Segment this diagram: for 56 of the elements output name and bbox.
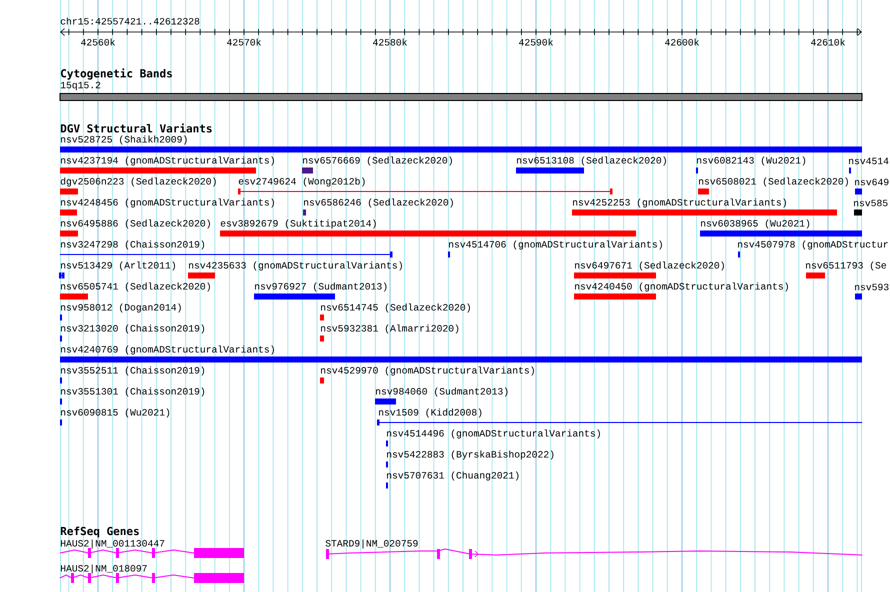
tick-label: 42580k xyxy=(373,38,407,46)
feature-label: nsv3247298 (Chaisson2019) xyxy=(61,240,204,250)
feature-label: nsv3213020 (Chaisson2019) xyxy=(61,324,204,334)
feature-label: nsv4237194 (gnomADStructuralVariants) xyxy=(61,156,274,166)
feature-label: esv2749624 (Wong2012b) xyxy=(238,177,365,187)
feature-label: nsv6586246 (Sedlazeck2020) xyxy=(304,198,453,208)
tick-label: 42590k xyxy=(519,38,553,46)
feature-label: nsv6497671 (Sedlazeck2020) xyxy=(575,261,724,271)
feature-label: nsv513429 (Arlt2011) xyxy=(61,261,175,271)
track-title: Cytogenetic Bands xyxy=(61,68,172,80)
feature-label: nsv4514706 (gnomADStructuralVariants) xyxy=(449,240,662,250)
feature-label: nsv6090815 (Wu2021) xyxy=(61,408,170,418)
track-title: DGV Structural Variants xyxy=(60,123,212,133)
tick-label: 42610k xyxy=(811,38,845,46)
feature-label: nsv649 xyxy=(855,178,888,186)
feature-label: nsv6511793 (Se xyxy=(806,261,886,271)
feature-label: nsv585 xyxy=(854,200,888,206)
feature-label: nsv6514745 (Sedlazeck2020) xyxy=(321,303,470,313)
gene-label: HAUS2|NM_001130447 xyxy=(60,540,164,549)
feature-label: nsv6513108 (Sedlazeck2020) xyxy=(517,156,666,166)
feature-label: nsv6508021 (Sedlazeck2020) xyxy=(699,177,848,187)
feature-label: nsv5932381 (Almarri2020) xyxy=(321,324,458,334)
feature-label: nsv6038965 (Wu2021) xyxy=(701,219,810,229)
feature-label: nsv6505741 (Sedlazeck2020) xyxy=(61,282,210,292)
feature-label: nsv593 xyxy=(855,284,889,290)
track-title: RefSeq Genes xyxy=(60,526,139,538)
coordinate-label: chr15:42557421..42612328 xyxy=(60,17,200,25)
feature-label: nsv4529970 (gnomADStructuralVariants) xyxy=(321,366,534,376)
tick-label: 42570k xyxy=(227,38,261,46)
feature-label: nsv6495886 (Sedlazeck2020) xyxy=(61,219,210,229)
feature-label: nsv4240769 (gnomADStructuralVariants) xyxy=(61,345,274,355)
feature-label: nsv958012 (Dogan2014) xyxy=(61,303,181,313)
feature-label: nsv528725 (Shaikh2009) xyxy=(61,135,187,145)
feature-label: nsv984060 (Sudmant2013) xyxy=(376,388,508,397)
tick-label: 42560k xyxy=(81,38,115,46)
feature-label: nsv3552511 (Chaisson2019) xyxy=(61,366,204,376)
feature-label: nsv1509 (Kidd2008) xyxy=(379,408,482,418)
feature-label: esv3892679 (Suktitipat2014) xyxy=(220,219,376,229)
feature-label: nsv3551301 (Chaisson2019) xyxy=(61,388,204,397)
feature-label: dgv2506n223 (Sedlazeck2020) xyxy=(60,177,216,187)
tick-label: 42600k xyxy=(665,38,699,46)
feature-label: nsv4252253 (gnomADStructuralVariants) xyxy=(573,198,786,208)
feature-label: nsv4514 xyxy=(849,158,888,164)
feature-label: nsv4240450 (gnomADStructuralVariants) xyxy=(575,282,788,292)
feature-label: nsv4248456 (gnomADStructuralVariants) xyxy=(61,198,274,208)
gene-label: STARD9|NM_020759 xyxy=(326,540,418,549)
feature-label: nsv5422883 (ByrskaBishop2022) xyxy=(387,450,554,460)
feature-label: nsv976927 (Sudmant2013) xyxy=(255,282,386,292)
feature-label: nsv6576669 (Sedlazeck2020) xyxy=(303,156,452,166)
band-label: 15q15.2 xyxy=(60,82,100,90)
feature-label: nsv4235633 (gnomADStructuralVariants) xyxy=(189,261,402,271)
feature-label: nsv5707631 (Chuang2021) xyxy=(387,472,518,481)
feature-label: nsv4514496 (gnomADStructuralVariants) xyxy=(387,430,600,439)
gene-label: HAUS2|NM_018097 xyxy=(60,564,147,574)
feature-label: nsv6082143 (Wu2021) xyxy=(697,156,806,166)
feature-label: nsv4507978 (gnomADStructur xyxy=(738,240,888,250)
